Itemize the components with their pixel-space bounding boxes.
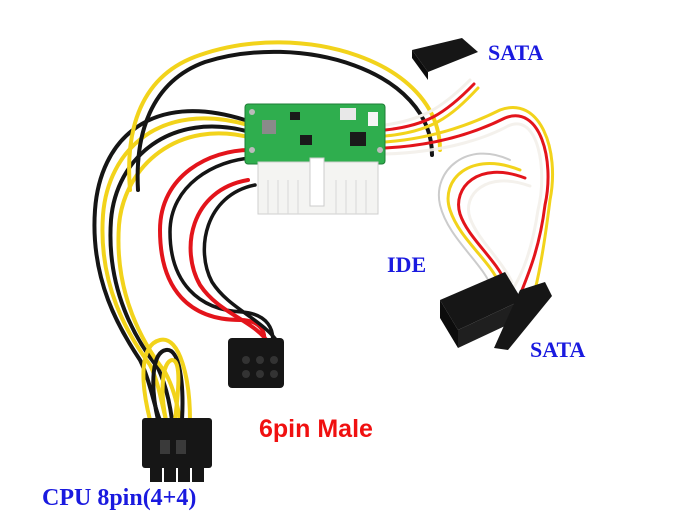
ide-label: IDE — [387, 252, 427, 277]
cpu-8pin-connector — [142, 418, 212, 482]
six-pin-label: 6pin Male — [259, 415, 373, 443]
cpu-cable-bundle — [92, 40, 442, 422]
sata-bottom-connector — [494, 282, 552, 350]
six-pin-connector — [228, 338, 284, 388]
sata-top-label: SATA — [488, 40, 544, 65]
sata-ide-cable — [383, 78, 555, 292]
sata-top-connector — [412, 38, 478, 80]
atx-24pin-connector — [257, 157, 379, 215]
six-pin-cable — [157, 148, 282, 347]
sata-bottom-label: SATA — [530, 337, 586, 362]
pcb-module — [244, 103, 386, 165]
ide-connector — [440, 272, 522, 348]
cpu-label: CPU 8pin(4+4) — [42, 485, 197, 511]
